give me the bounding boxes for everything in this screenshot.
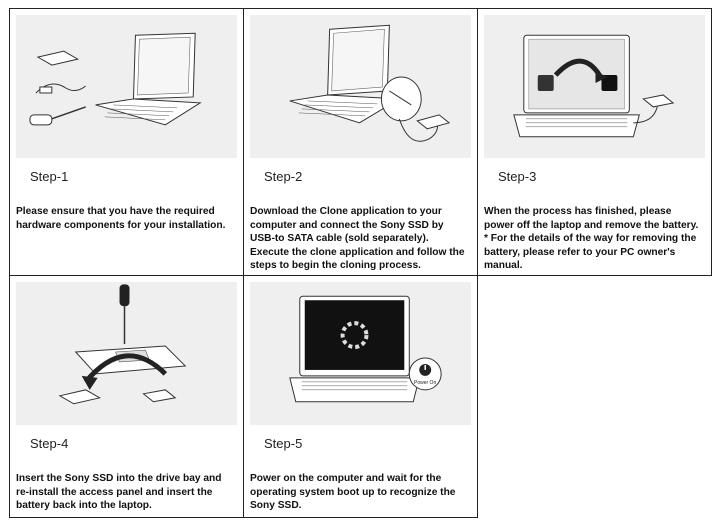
- laptop-booting-icon: [289, 295, 442, 403]
- step-4-illustration: [16, 282, 237, 425]
- step-1-title: Step-1: [30, 169, 69, 184]
- step-5-card: Power On Step-5 Power on the computer an…: [243, 275, 478, 518]
- step-4-description: Insert the Sony SSD into the drive bay a…: [16, 473, 222, 511]
- power-on-label: Power On: [414, 380, 437, 386]
- step-3-illustration: [484, 15, 705, 158]
- steps-grid: Step-1 Please ensure that you have the r…: [9, 8, 712, 518]
- step-1-illustration: [16, 15, 237, 158]
- step-4-title: Step-4: [30, 436, 69, 451]
- step-3-card: Step-3 When the process has finished, pl…: [477, 8, 712, 276]
- step-2-illustration: [250, 15, 471, 158]
- step-5-title: Step-5: [264, 436, 303, 451]
- step-2-description: Download the Clone application to your c…: [250, 206, 465, 271]
- step-2-title: Step-2: [264, 169, 303, 184]
- step-1-card: Step-1 Please ensure that you have the r…: [9, 8, 244, 276]
- laptop-and-components-icon: [29, 32, 202, 126]
- drive-bay-install-icon: [58, 284, 187, 405]
- step-4-card: Step-4 Insert the Sony SSD into the driv…: [9, 275, 244, 518]
- step-3-description: When the process has finished, please po…: [484, 206, 699, 271]
- laptop-usb-cable-icon: [289, 24, 451, 142]
- step-2-card: Step-2 Download the Clone application to…: [243, 8, 478, 276]
- step-5-illustration: Power On: [250, 282, 471, 425]
- laptop-clone-transfer-icon: [513, 34, 675, 138]
- step-1-description: Please ensure that you have the required…: [16, 206, 226, 231]
- step-3-title: Step-3: [498, 169, 537, 184]
- step-5-description: Power on the computer and wait for the o…: [250, 473, 456, 511]
